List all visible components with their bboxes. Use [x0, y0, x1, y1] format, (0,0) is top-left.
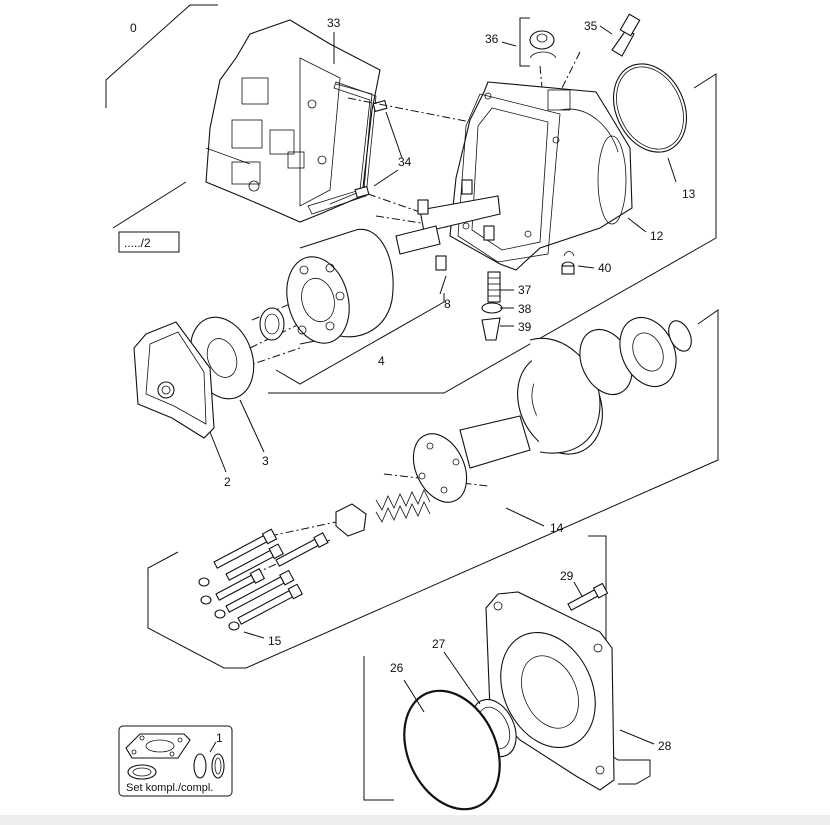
group-4-boundary — [275, 293, 445, 385]
group-28-boundary — [363, 535, 651, 801]
footer-bar — [0, 815, 830, 825]
callout-14: 14 — [550, 521, 564, 535]
part-15-bolts — [198, 528, 329, 639]
part-12-motor-housing — [449, 81, 633, 271]
part-4-cylinder-block — [286, 228, 394, 345]
callout-4: 4 — [378, 354, 385, 368]
callout-8: 8 — [444, 297, 451, 311]
callout-34: 34 — [398, 155, 412, 169]
callout-3: 3 — [262, 454, 269, 468]
part-4-bearing — [259, 307, 285, 341]
kit-box: 1 Set kompl./compl. — [118, 725, 233, 797]
group-14-boundary — [147, 309, 719, 669]
part-40-plug — [561, 251, 575, 275]
part-28-flange — [485, 591, 655, 791]
part-13-oring — [613, 63, 687, 153]
callout-13: 13 — [682, 187, 696, 201]
callout-28: 28 — [658, 739, 672, 753]
callout-33: 33 — [327, 16, 341, 30]
callout-36: 36 — [485, 32, 499, 46]
part-14-spring — [375, 489, 431, 523]
callout-12: 12 — [650, 229, 664, 243]
reference-box-text: ...../2 — [124, 236, 151, 250]
callout-labels: 0 33 34 36 35 13 12 40 37 38 39 8 4 3 2 … — [130, 16, 696, 753]
part-35-fitting — [611, 13, 641, 57]
group-0-boundary — [105, 4, 218, 229]
callout-26: 26 — [390, 661, 404, 675]
part-14-nut — [335, 503, 367, 537]
part-39-piston — [481, 317, 501, 341]
part-14-drive-shaft — [412, 317, 692, 527]
callout-2: 2 — [224, 475, 231, 489]
part-38-ring — [481, 302, 503, 314]
part-37-spring — [487, 271, 501, 303]
reference-box: ...../2 — [118, 231, 180, 253]
part-29-bolt — [567, 581, 609, 611]
kit-box-caption: Set kompl./compl. — [126, 782, 213, 794]
callout-29: 29 — [560, 569, 574, 583]
callout-35: 35 — [584, 19, 598, 33]
part-34-dowel-pins — [354, 99, 403, 199]
callout-0: 0 — [130, 21, 137, 35]
group-12-boundary — [268, 73, 717, 394]
part-33-valve-housing — [205, 19, 381, 223]
callout-27: 27 — [432, 637, 446, 651]
callout-39: 39 — [518, 320, 532, 334]
part-33-gasket — [307, 81, 377, 215]
callout-40: 40 — [598, 261, 612, 275]
callout-38: 38 — [518, 302, 532, 316]
kit-box-number: 1 — [216, 731, 223, 745]
part-26-oring — [403, 679, 501, 811]
part-8-cardan-shaft — [395, 179, 501, 295]
leader-lines — [333, 25, 677, 327]
part-2-port-plate — [133, 321, 227, 473]
callout-15: 15 — [268, 634, 282, 648]
callout-37: 37 — [518, 283, 532, 297]
part-36-plug — [519, 17, 557, 67]
